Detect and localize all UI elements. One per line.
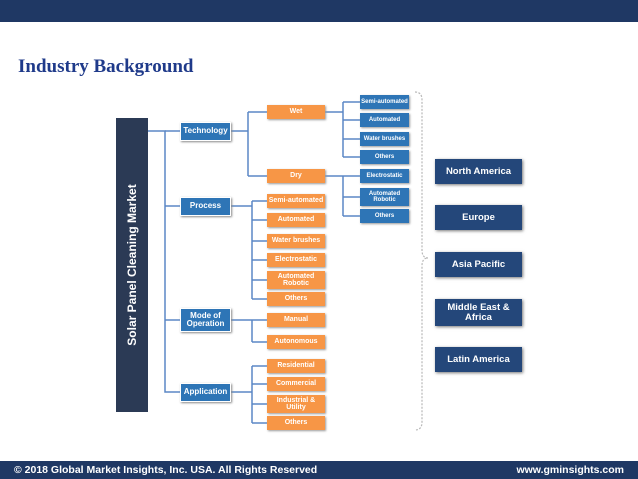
wet-item: Semi-automated: [360, 95, 409, 109]
process-item: Others: [267, 292, 325, 306]
top-bar: [0, 0, 638, 22]
mode-item: Autonomous: [267, 335, 325, 349]
wet-item: Automated: [360, 113, 409, 127]
application-item: Commercial: [267, 377, 325, 391]
process-item: Semi-automated: [267, 194, 325, 208]
root-label-bar: Solar Panel Cleaning Market: [116, 118, 148, 412]
footer-bar: © 2018 Global Market Insights, Inc. USA.…: [0, 461, 638, 479]
dry-item: Electrostatic: [360, 169, 409, 183]
process-item: Automated Robotic: [267, 271, 325, 289]
category-application: Application: [180, 383, 231, 402]
wet-item: Others: [360, 150, 409, 164]
region-europe: Europe: [435, 205, 522, 230]
region-latin-america: Latin America: [435, 347, 522, 372]
application-item: Industrial & Utility: [267, 395, 325, 413]
tech-wet: Wet: [267, 105, 325, 119]
footer-copyright: © 2018 Global Market Insights, Inc. USA.…: [14, 464, 318, 476]
category-technology: Technology: [180, 122, 231, 141]
dry-item: Automated Robotic: [360, 188, 409, 206]
category-process: Process: [180, 197, 231, 216]
dry-item: Others: [360, 209, 409, 223]
region-middle-east-africa: Middle East & Africa: [435, 299, 522, 326]
region-asia-pacific: Asia Pacific: [435, 252, 522, 277]
slide-title: Industry Background: [18, 56, 194, 77]
root-label: Solar Panel Cleaning Market: [125, 184, 139, 346]
process-item: Electrostatic: [267, 253, 325, 267]
process-item: Water brushes: [267, 234, 325, 248]
process-item: Automated: [267, 213, 325, 227]
application-item: Residential: [267, 359, 325, 373]
category-mode-of-operation: Mode of Operation: [180, 308, 231, 332]
application-item: Others: [267, 416, 325, 430]
region-north-america: North America: [435, 159, 522, 184]
wet-item: Water brushes: [360, 132, 409, 146]
tech-dry: Dry: [267, 169, 325, 183]
mode-item: Manual: [267, 313, 325, 327]
footer-website: www.gminsights.com: [516, 464, 624, 476]
